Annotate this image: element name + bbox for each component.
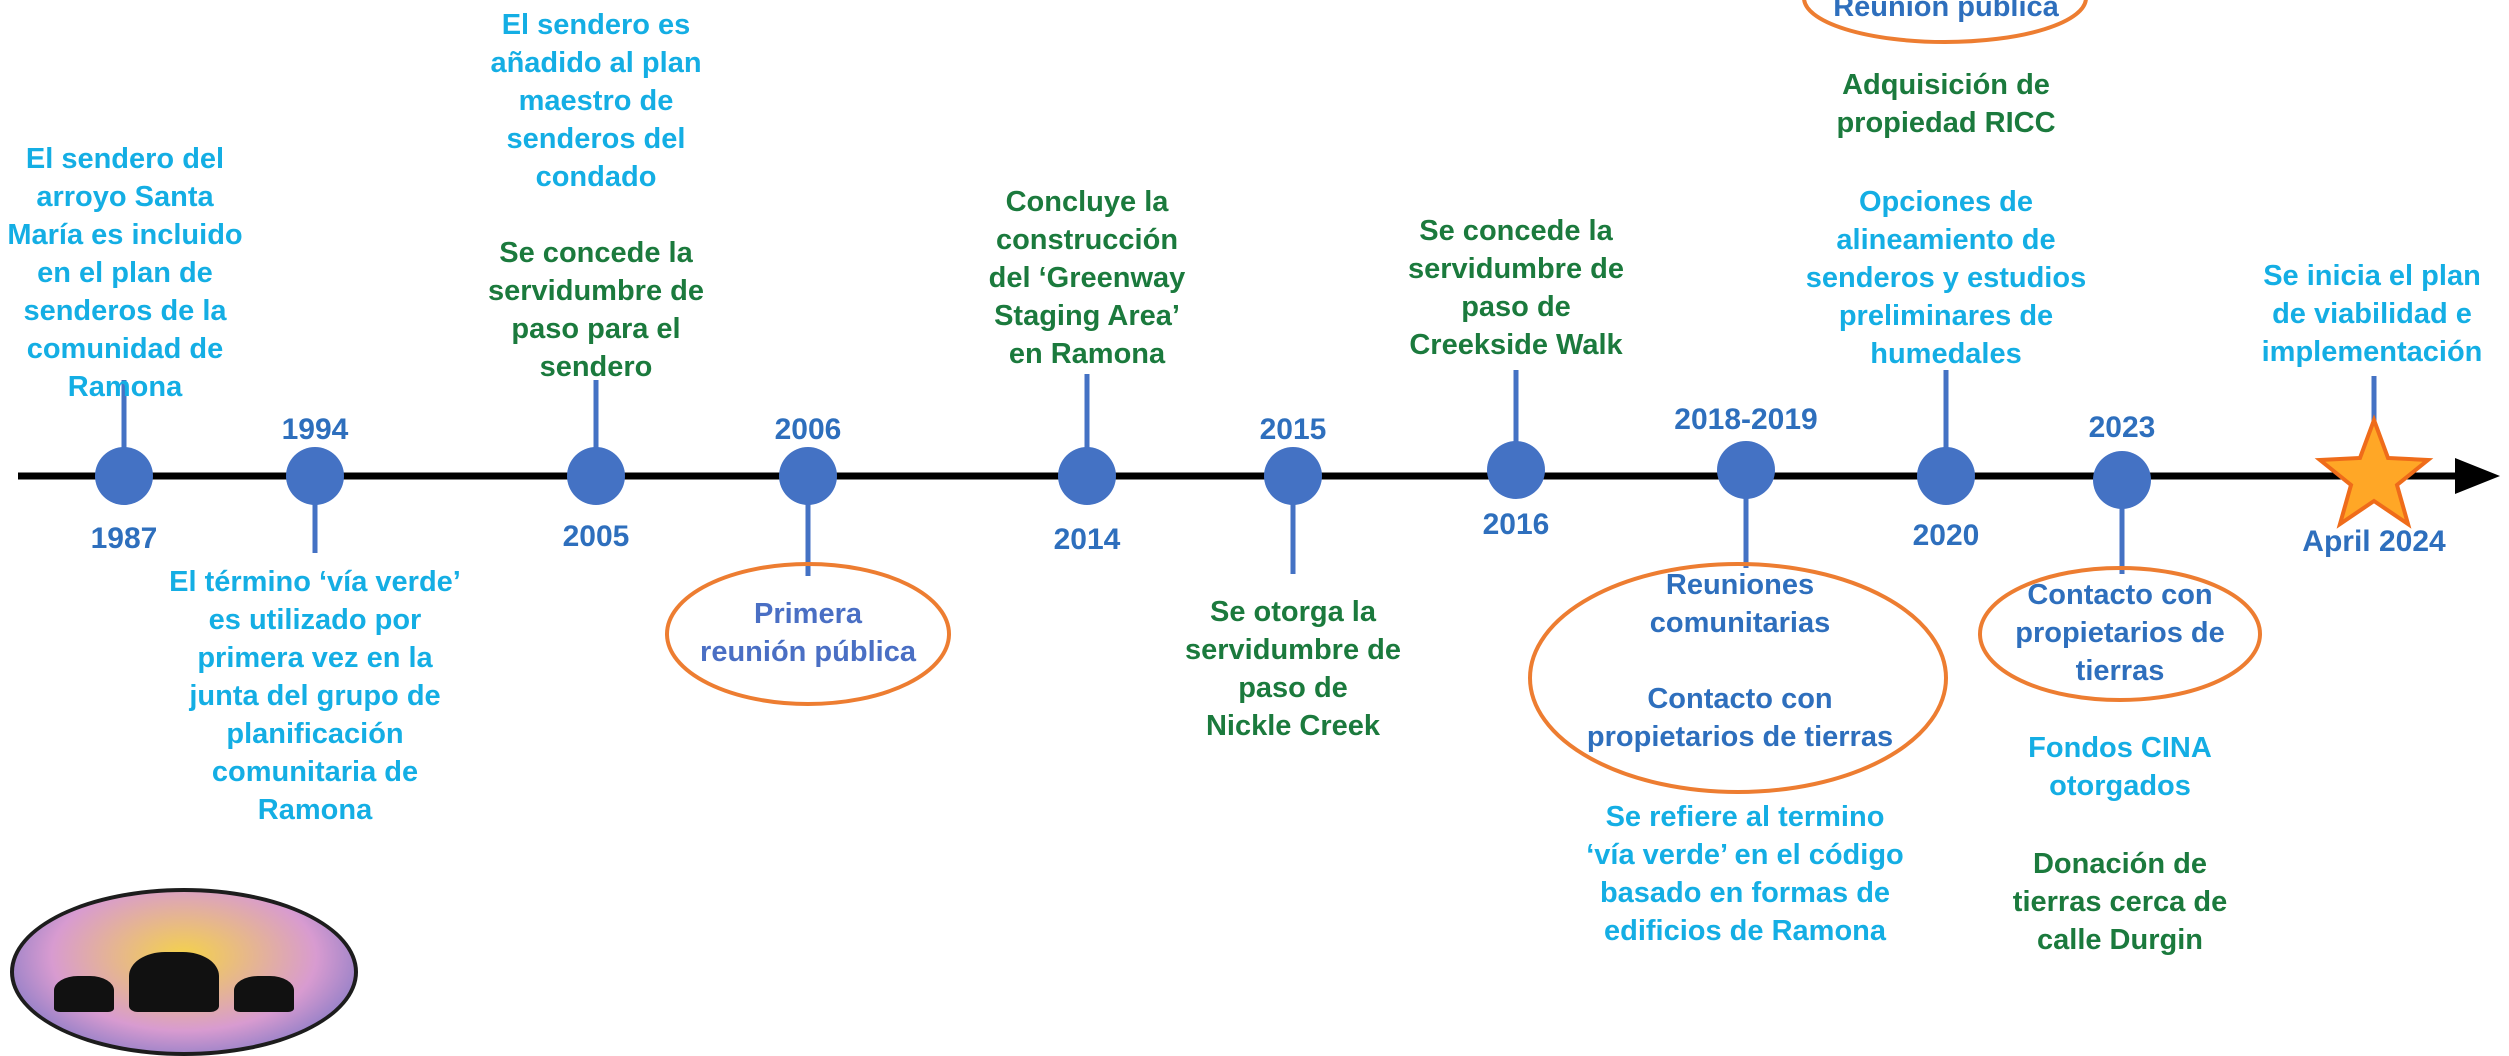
year-2015: 2015 bbox=[1259, 413, 1327, 446]
timeline-graphic bbox=[18, 0, 2500, 794]
ring-2020 bbox=[1802, 0, 2088, 44]
year-1994: 1994 bbox=[281, 413, 349, 446]
event-2020-cyan: Opciones de alineamiento de senderos y e… bbox=[1805, 186, 2087, 370]
ring-2023 bbox=[1978, 566, 2262, 702]
node-2014 bbox=[1058, 447, 1116, 505]
year-april-2024: April 2024 bbox=[2302, 525, 2446, 558]
timeline-nodes bbox=[95, 441, 2151, 509]
event-2018-ring: Reuniones comunitarias Contacto con prop… bbox=[1586, 569, 1894, 753]
event-1987: El sendero del arroyo Santa María es inc… bbox=[7, 143, 243, 403]
timeline-arrowhead bbox=[2455, 458, 2500, 494]
year-1987: 1987 bbox=[90, 522, 158, 555]
star-icon bbox=[2314, 414, 2434, 529]
node-2020 bbox=[1917, 447, 1975, 505]
event-1994: El término ‘vía verde’ es utilizado por … bbox=[169, 566, 461, 826]
year-2006: 2006 bbox=[774, 413, 842, 446]
event-2023-cyan: Fondos CINA otorgados bbox=[2028, 732, 2212, 802]
event-2016: Se concede la servidumbre de paso de Cre… bbox=[1408, 215, 1624, 361]
event-2015: Se otorga la servidumbre de paso de Nick… bbox=[1185, 596, 1401, 742]
event-2024: Se inicia el plan de viabilidad e implem… bbox=[2261, 260, 2483, 368]
node-2006 bbox=[779, 447, 837, 505]
event-2020-ring: Reunión pública bbox=[1833, 0, 2059, 23]
ring-2018 bbox=[1528, 562, 1948, 794]
event-2014: Concluye la construcción del ‘Greenway S… bbox=[988, 186, 1186, 370]
highlight-rings bbox=[665, 0, 2262, 794]
node-2023 bbox=[2093, 451, 2151, 509]
node-2018 bbox=[1717, 441, 1775, 499]
event-2023-ring: Contacto con propietarios de tierras bbox=[2015, 579, 2225, 687]
node-2016 bbox=[1487, 441, 1545, 499]
year-2005: 2005 bbox=[562, 520, 630, 553]
node-2005 bbox=[567, 447, 625, 505]
year-2018-2019: 2018-2019 bbox=[1674, 403, 1818, 436]
year-2020: 2020 bbox=[1912, 519, 1980, 552]
node-2015 bbox=[1264, 447, 1322, 505]
ring-2006 bbox=[665, 562, 951, 706]
node-1994 bbox=[286, 447, 344, 505]
node-1987 bbox=[95, 447, 153, 505]
event-2005-top: El sendero es añadido al plan maestro de… bbox=[490, 9, 702, 193]
event-2006: Primera reunión pública bbox=[700, 598, 916, 668]
year-2016: 2016 bbox=[1482, 508, 1550, 541]
logo bbox=[10, 888, 358, 1056]
year-2014: 2014 bbox=[1053, 523, 1121, 556]
event-2023-green: Donación de tierras cerca de calle Durgi… bbox=[2012, 848, 2228, 956]
event-2005-bottom: Se concede la servidumbre de paso para e… bbox=[488, 237, 704, 383]
year-2023: 2023 bbox=[2088, 411, 2156, 444]
event-2020-green: Adquisición de propiedad RICC bbox=[1836, 69, 2056, 139]
event-2018-below: Se refiere al termino ‘vía verde’ en el … bbox=[1586, 801, 1904, 947]
